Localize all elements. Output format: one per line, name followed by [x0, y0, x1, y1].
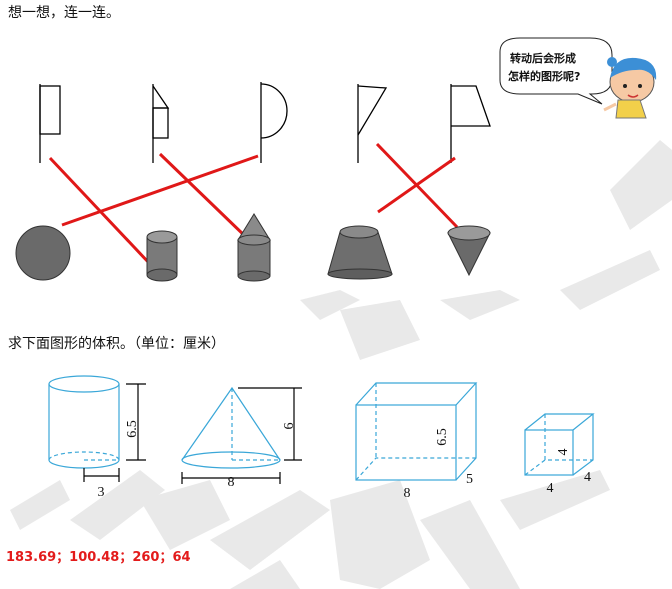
cube-height-label: 4 [556, 449, 571, 456]
answer-text: 183.69；100.48；260；64 [6, 550, 191, 565]
sphere [15, 225, 71, 281]
cylinder-radius-label: 3 [98, 485, 105, 500]
flag-semicircle [260, 82, 288, 163]
solid-figures [15, 213, 491, 282]
frustum-solid [327, 225, 393, 280]
question2-prompt: 求下面图形的体积。（单位：厘米） [8, 336, 225, 352]
cone-solid [447, 225, 491, 277]
cylinder-outline [48, 375, 146, 482]
cylinder-with-cone-solid [237, 213, 271, 282]
cuboid-outline [355, 382, 478, 481]
cylinder-height-label: 6.5 [125, 420, 140, 438]
cone-diameter-label: 8 [228, 475, 235, 490]
bubble-line-2: 怎样的图形呢? [508, 69, 580, 83]
flag-triangle [357, 84, 388, 163]
cuboid-length-label: 8 [404, 486, 411, 501]
flag-rectangle [39, 84, 61, 163]
flag-figures [39, 82, 491, 163]
bubble-line-1: 转动后会形成 [510, 51, 576, 65]
speech-bubble: 转动后会形成 怎样的图形呢? [499, 37, 613, 105]
question1-prompt: 想一想，连一连。 [8, 5, 120, 21]
cube-width-label: 4 [584, 470, 591, 485]
flag-rectangle-triangle [152, 84, 170, 163]
cylinder-solid [146, 230, 178, 282]
outline-solids [48, 375, 595, 484]
cube-length-label: 4 [547, 481, 554, 496]
cuboid-height-label: 6.5 [435, 428, 450, 446]
cube-outline [524, 413, 595, 476]
cone-outline [181, 386, 302, 484]
cartoon-girl-icon [603, 57, 657, 119]
match-lines [48, 142, 459, 266]
cone-height-label: 6 [282, 423, 297, 430]
flag-trapezoid [450, 84, 491, 163]
cuboid-width-label: 5 [466, 472, 473, 487]
